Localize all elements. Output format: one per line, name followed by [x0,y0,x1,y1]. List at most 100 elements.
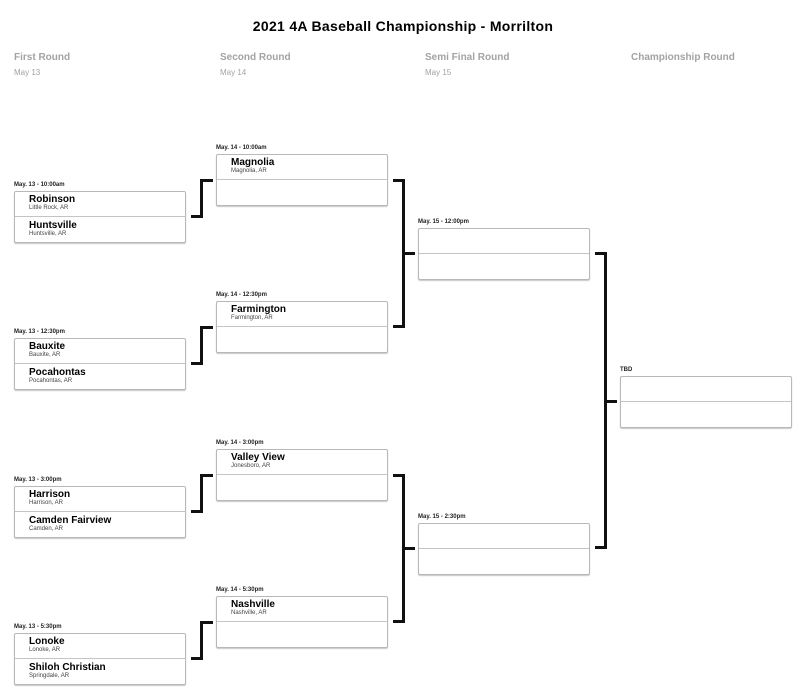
match-label: May. 13 - 5:30pm [14,624,62,630]
match-label: May. 14 - 5:30pm [216,587,264,593]
team-location: Magnolia, AR [231,168,267,174]
match-r2-1[interactable]: Magnolia Magnolia, AR [216,154,388,206]
team-name: Robinson [29,194,76,205]
bracket-connector [393,474,405,477]
team-slot[interactable] [419,229,589,254]
team-slot[interactable] [419,255,589,280]
bracket-connector [191,215,201,218]
bracket-connector [191,657,201,660]
match-label: May. 13 - 10:00am [14,182,65,188]
round-name: Second Round [220,52,291,63]
match-r2-2[interactable]: Farmington Farmington, AR [216,301,388,353]
team-location: Lonoke, AR [29,647,61,653]
round-name: Championship Round [631,52,735,63]
team-name: Farmington [231,304,286,315]
team-location: Camden, AR [29,526,64,532]
team-location: Jonesboro, AR [231,463,271,469]
team-name: Harrison [29,489,71,500]
team-name: Magnolia [231,157,275,168]
round-name: Semi Final Round [425,52,510,63]
team-location: Harrison, AR [29,500,64,506]
bracket-connector [200,326,203,365]
team-location: Little Rock, AR [29,205,69,211]
team-location: Farmington, AR [231,315,273,321]
team-location: Huntsville, AR [29,231,67,237]
team-slot[interactable] [419,524,589,549]
team-slot[interactable]: Huntsville Huntsville, AR [15,218,185,243]
team-slot[interactable]: Shiloh Christian Springdale, AR [15,660,185,685]
team-slot[interactable]: Pocahontas Pocahontas, AR [15,365,185,390]
round-header-championship: Championship Round [631,52,735,68]
match-r1-2[interactable]: Bauxite Bauxite, AR Pocahontas Pocahonta… [14,338,186,390]
team-slot[interactable]: Valley View Jonesboro, AR [217,450,387,475]
team-slot[interactable]: Harrison Harrison, AR [15,487,185,512]
team-location: Springdale, AR [29,673,70,679]
team-name: Camden Fairview [29,515,112,526]
team-slot[interactable] [217,181,387,206]
team-name: Lonoke [29,636,65,647]
team-slot[interactable] [621,403,791,428]
team-location: Pocahontas, AR [29,378,73,384]
match-r2-3[interactable]: Valley View Jonesboro, AR [216,449,388,501]
match-label: May. 14 - 12:30pm [216,292,267,298]
team-name: Bauxite [29,341,66,352]
team-slot[interactable]: Magnolia Magnolia, AR [217,155,387,180]
bracket-connector [200,179,213,182]
team-slot[interactable] [217,623,387,648]
team-location: Bauxite, AR [29,352,61,358]
bracket-connector [402,252,415,255]
match-r1-3[interactable]: Harrison Harrison, AR Camden Fairview Ca… [14,486,186,538]
match-label: May. 14 - 3:00pm [216,440,264,446]
match-label: May. 15 - 2:30pm [418,514,466,520]
team-name: Valley View [231,452,285,463]
match-semi-1[interactable] [418,228,590,280]
team-slot[interactable] [621,377,791,402]
match-r1-1[interactable]: Robinson Little Rock, AR Huntsville Hunt… [14,191,186,243]
team-slot[interactable] [217,476,387,501]
bracket-connector [200,474,213,477]
team-name: Huntsville [29,220,77,231]
match-r2-4[interactable]: Nashville Nashville, AR [216,596,388,648]
round-date: May 15 [425,68,452,77]
match-championship[interactable] [620,376,792,428]
round-date: May 13 [14,68,41,77]
team-slot[interactable]: Lonoke Lonoke, AR [15,634,185,659]
bracket-connector [200,621,203,660]
match-semi-2[interactable] [418,523,590,575]
team-name: Nashville [231,599,275,610]
match-label: May. 15 - 12:00pm [418,219,469,225]
match-label: May. 13 - 12:30pm [14,329,65,335]
team-name: Shiloh Christian [29,662,106,673]
match-r1-4[interactable]: Lonoke Lonoke, AR Shiloh Christian Sprin… [14,633,186,685]
bracket-connector [393,325,405,328]
bracket-connector [200,474,203,513]
round-date: May 14 [220,68,247,77]
round-header-semi: Semi Final Round May 15 [425,52,509,77]
team-slot[interactable]: Nashville Nashville, AR [217,597,387,622]
bracket-connector [191,362,201,365]
bracket-connector [200,326,213,329]
team-slot[interactable]: Farmington Farmington, AR [217,302,387,327]
bracket-connector [595,546,607,549]
round-header-second: Second Round May 14 [220,52,291,77]
bracket-connector [393,620,405,623]
match-label: TBD [620,367,633,373]
bracket-connector [595,252,607,255]
round-name: First Round [14,52,71,63]
bracket-connector [200,179,203,218]
match-label: May. 13 - 3:00pm [14,477,62,483]
team-slot[interactable]: Bauxite Bauxite, AR [15,339,185,364]
team-slot[interactable]: Robinson Little Rock, AR [15,192,185,217]
page-title: 2021 4A Baseball Championship - Morrilto… [252,18,554,34]
match-label: May. 14 - 10:00am [216,145,267,151]
bracket-connector [393,179,405,182]
bracket-connector [200,621,213,624]
bracket-connector [402,547,415,550]
round-header-first: First Round May 13 [14,52,70,77]
bracket-connector [191,510,201,513]
bracket-connector [604,400,617,403]
team-slot[interactable] [217,328,387,353]
team-name: Pocahontas [29,367,86,378]
team-slot[interactable]: Camden Fairview Camden, AR [15,513,185,538]
team-slot[interactable] [419,550,589,575]
